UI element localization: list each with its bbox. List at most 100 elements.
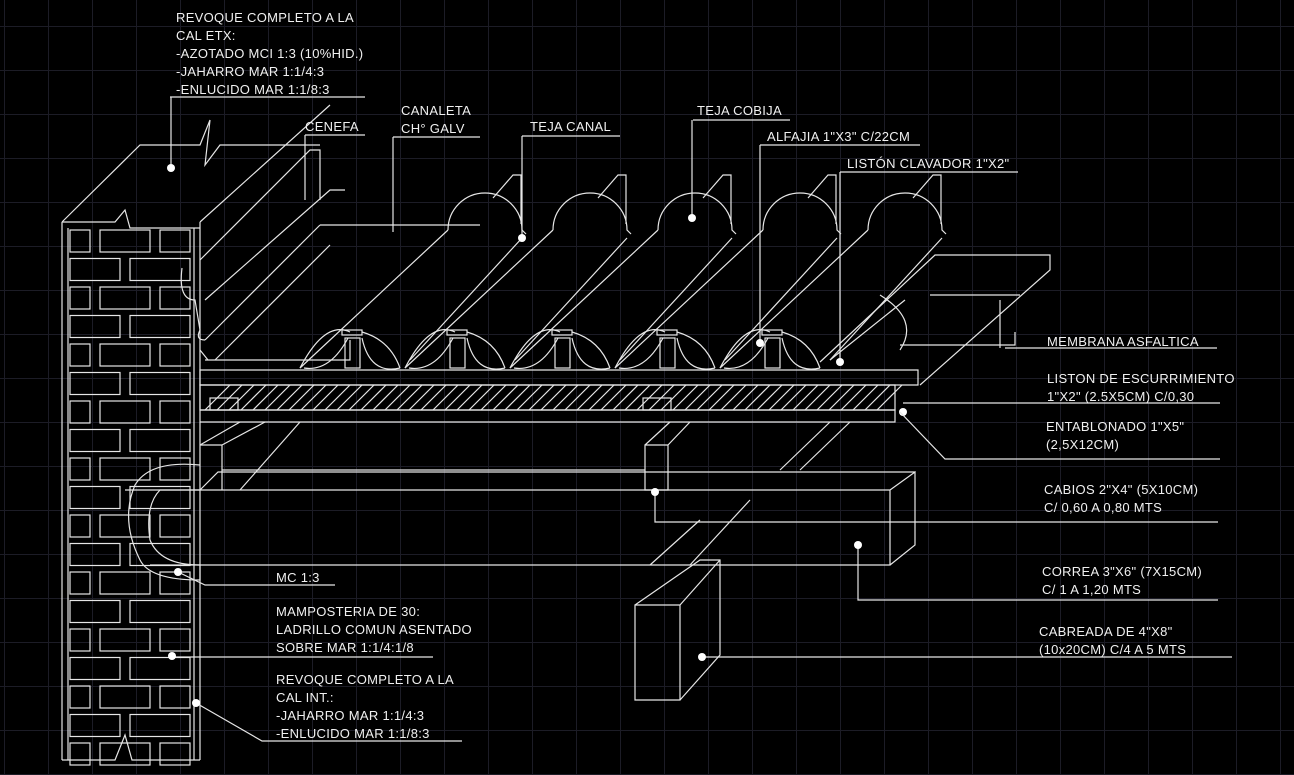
label-correa: CORREA 3"X6" (7X15CM) C/ 1 A 1,20 MTS	[1042, 563, 1202, 599]
brick	[159, 457, 191, 481]
label-line: CAL INT.:	[276, 690, 334, 705]
brick	[99, 229, 151, 253]
wall-break	[62, 733, 200, 761]
label-liston-clavador: LISTÓN CLAVADOR 1"X2"	[847, 156, 1010, 171]
label-line: LISTON DE ESCURRIMIENTO	[1047, 371, 1235, 386]
brick	[69, 571, 91, 595]
brick	[69, 229, 91, 253]
label-teja-cobija: TEJA COBIJA	[697, 103, 782, 118]
alfajia	[554, 337, 571, 369]
brick	[129, 599, 191, 624]
leader-dot	[756, 339, 764, 347]
brick	[159, 742, 191, 766]
brick	[99, 742, 151, 766]
leader	[392, 136, 480, 232]
label-line: 1"X2" (2.5X5CM) C/0,30	[1047, 389, 1195, 404]
label-line: CAL ETX:	[176, 28, 236, 43]
brick	[129, 371, 191, 396]
cenefa	[199, 149, 345, 361]
hatch	[360, 384, 387, 411]
hatch	[492, 384, 519, 411]
alfajia	[449, 337, 466, 369]
label-line: C/ 1 A 1,20 MTS	[1042, 582, 1142, 597]
teja-cobija	[404, 174, 632, 369]
hatch	[768, 384, 795, 411]
label-mc: MC 1:3	[276, 570, 320, 585]
hatch	[816, 384, 843, 411]
leader	[654, 492, 1218, 523]
hatch	[480, 384, 507, 411]
leader-dot	[836, 358, 844, 366]
teja-canal-arc	[509, 329, 611, 370]
brick	[69, 514, 91, 538]
brick	[159, 286, 191, 310]
leader	[691, 119, 790, 218]
brick	[69, 286, 91, 310]
hatch	[432, 384, 459, 411]
cabreada-diag	[649, 499, 751, 566]
hatch	[456, 384, 483, 411]
leader-dot	[168, 652, 176, 660]
hatch	[420, 384, 447, 411]
teja-canal-arc	[719, 329, 821, 370]
leader-dot	[518, 234, 526, 242]
teja-cobija	[299, 174, 527, 369]
brick	[69, 628, 91, 652]
hatch	[444, 384, 471, 411]
hatch	[840, 384, 867, 411]
brick	[69, 314, 121, 339]
hatch	[744, 384, 771, 411]
brick	[69, 685, 91, 709]
label-line: SOBRE MAR 1:1/4:1/8	[276, 640, 414, 655]
hatch	[588, 384, 615, 411]
label-mamposteria: MAMPOSTERIA DE 30: LADRILLO COMUN ASENTA…	[276, 603, 472, 657]
brick	[129, 257, 191, 282]
correa	[125, 470, 916, 566]
leader	[839, 171, 1018, 362]
brick	[69, 599, 121, 624]
leader	[195, 702, 462, 742]
label-line: CANALETA	[401, 103, 472, 118]
brick	[69, 656, 121, 681]
label-revoque-int: REVOQUE COMPLETO A LA CAL INT.: -JAHARRO…	[276, 671, 454, 743]
wall-top	[61, 104, 331, 223]
cabios-diag	[239, 421, 851, 491]
hatch	[828, 384, 855, 411]
brick	[159, 685, 191, 709]
teja-canal-arc	[299, 329, 401, 370]
alfajia	[659, 337, 676, 369]
brick	[99, 343, 151, 367]
teja-cobija	[719, 174, 947, 369]
hatch	[576, 384, 603, 411]
label-line: CABIOS 2"X4" (5X10CM)	[1044, 482, 1199, 497]
board-bottom	[200, 409, 896, 423]
brick	[99, 400, 151, 424]
label-line: C/ 0,60 A 0,80 MTS	[1044, 500, 1163, 515]
teja-canal-arc	[614, 329, 716, 370]
brick	[69, 713, 121, 738]
brick	[129, 485, 191, 510]
liston-escurrimiento	[209, 397, 239, 411]
hatch	[372, 384, 399, 411]
hatch	[384, 384, 411, 411]
leader	[899, 411, 1220, 460]
hatch	[552, 384, 579, 411]
brick	[69, 485, 121, 510]
brick	[129, 428, 191, 453]
hatch	[288, 384, 315, 411]
hatch	[696, 384, 723, 411]
hatch	[864, 384, 891, 411]
hatch	[528, 384, 555, 411]
brick	[69, 343, 91, 367]
label-canaleta: CANALETA CH° GALV	[401, 102, 471, 138]
hatch	[852, 384, 879, 411]
leader	[857, 545, 1218, 601]
hatch	[804, 384, 831, 411]
label-cenefa: CENEFA	[305, 119, 359, 134]
membrana-curve	[829, 294, 908, 361]
brick	[129, 314, 191, 339]
hatch	[792, 384, 819, 411]
hatch	[504, 384, 531, 411]
label-teja-canal: TEJA CANAL	[530, 119, 612, 134]
